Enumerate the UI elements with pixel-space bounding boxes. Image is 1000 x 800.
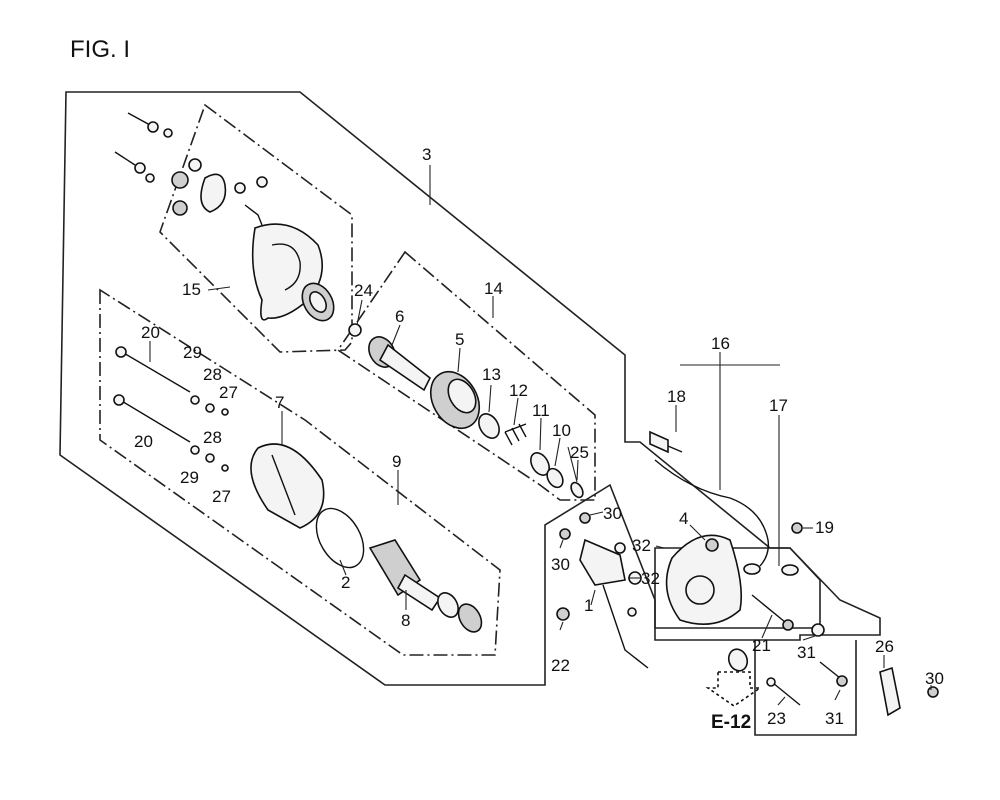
long-bolts-20 bbox=[113, 346, 191, 443]
callout-4: 4 bbox=[679, 509, 688, 528]
yoke-7 bbox=[250, 443, 325, 529]
callout-11: 11 bbox=[532, 401, 550, 420]
o-ring-2 bbox=[315, 507, 365, 569]
callout-30-right: 30 bbox=[925, 669, 944, 688]
callout-25: 25 bbox=[570, 443, 589, 462]
callout-27-bottom: 27 bbox=[212, 487, 231, 506]
callout-5: 5 bbox=[455, 330, 464, 349]
nuts-30-22 bbox=[556, 512, 591, 621]
bolt-set-top bbox=[114, 112, 173, 183]
callout-32-upper: 32 bbox=[632, 536, 651, 555]
callout-7: 7 bbox=[275, 393, 284, 412]
assembly-outline-9 bbox=[99, 288, 501, 656]
callout-17: 17 bbox=[769, 396, 788, 415]
callout-10: 10 bbox=[552, 421, 571, 440]
callout-9: 9 bbox=[392, 452, 401, 471]
callout-29-bottom: 29 bbox=[180, 468, 199, 487]
callout-1: 1 bbox=[584, 596, 593, 615]
callout-20-bottom: 20 bbox=[134, 432, 153, 451]
callout-27-top: 27 bbox=[219, 383, 238, 402]
callout-12: 12 bbox=[509, 381, 528, 400]
callout-23: 23 bbox=[767, 709, 786, 728]
clip-25 bbox=[570, 481, 584, 499]
cable-16 bbox=[654, 459, 799, 576]
assembly-outline-15 bbox=[159, 103, 353, 353]
washer-11 bbox=[530, 452, 550, 476]
gear-shaft-6 bbox=[368, 336, 432, 392]
callout-28-top: 28 bbox=[203, 365, 222, 384]
rear-cover bbox=[251, 223, 335, 322]
bearing-13 bbox=[478, 413, 500, 439]
callout-22: 22 bbox=[551, 656, 570, 675]
leader-lines bbox=[149, 165, 932, 706]
callout-16: 16 bbox=[711, 334, 730, 353]
figure-title: FIG. I bbox=[70, 36, 130, 63]
callout-3: 3 bbox=[422, 145, 431, 164]
callout-8: 8 bbox=[401, 611, 410, 630]
front-cover-4 bbox=[665, 534, 749, 672]
callout-31-lower: 31 bbox=[825, 709, 844, 728]
gear-5 bbox=[429, 370, 481, 430]
bolt-18 bbox=[649, 430, 683, 454]
reference-label: E-12 bbox=[711, 712, 751, 733]
callout-30-upper: 30 bbox=[603, 504, 622, 523]
callout-13: 13 bbox=[482, 365, 501, 384]
callout-32-lower: 32 bbox=[641, 569, 660, 588]
bolts-21-23-31 bbox=[751, 594, 848, 706]
callout-6: 6 bbox=[395, 307, 404, 326]
assembly-outline-14 bbox=[336, 250, 596, 501]
callout-30-left: 30 bbox=[551, 555, 570, 574]
callout-26: 26 bbox=[875, 637, 894, 656]
callout-24: 24 bbox=[354, 281, 373, 300]
small-washers bbox=[190, 395, 229, 472]
callout-14: 14 bbox=[484, 279, 503, 298]
callout-28-bottom: 28 bbox=[203, 428, 222, 447]
brush-holder-parts bbox=[171, 158, 268, 226]
washer-24 bbox=[348, 323, 362, 337]
armature-8 bbox=[368, 539, 483, 633]
callout-31-upper: 31 bbox=[797, 643, 816, 662]
assembly-outline-3 bbox=[59, 91, 881, 686]
callout-21: 21 bbox=[752, 636, 771, 655]
bracket-26 bbox=[879, 666, 939, 717]
terminal-1 bbox=[579, 538, 649, 669]
reference-arrow bbox=[705, 671, 763, 707]
callout-15: 15 bbox=[182, 280, 201, 299]
assembly-outline-31 bbox=[754, 640, 857, 736]
screw-19 bbox=[791, 522, 803, 534]
spring-12 bbox=[504, 423, 527, 446]
callout-18: 18 bbox=[667, 387, 686, 406]
callout-19: 19 bbox=[815, 518, 834, 537]
callout-20-top: 20 bbox=[141, 323, 160, 342]
callout-2: 2 bbox=[341, 573, 350, 592]
washer-10 bbox=[546, 467, 564, 489]
callout-29-top: 29 bbox=[183, 343, 202, 362]
